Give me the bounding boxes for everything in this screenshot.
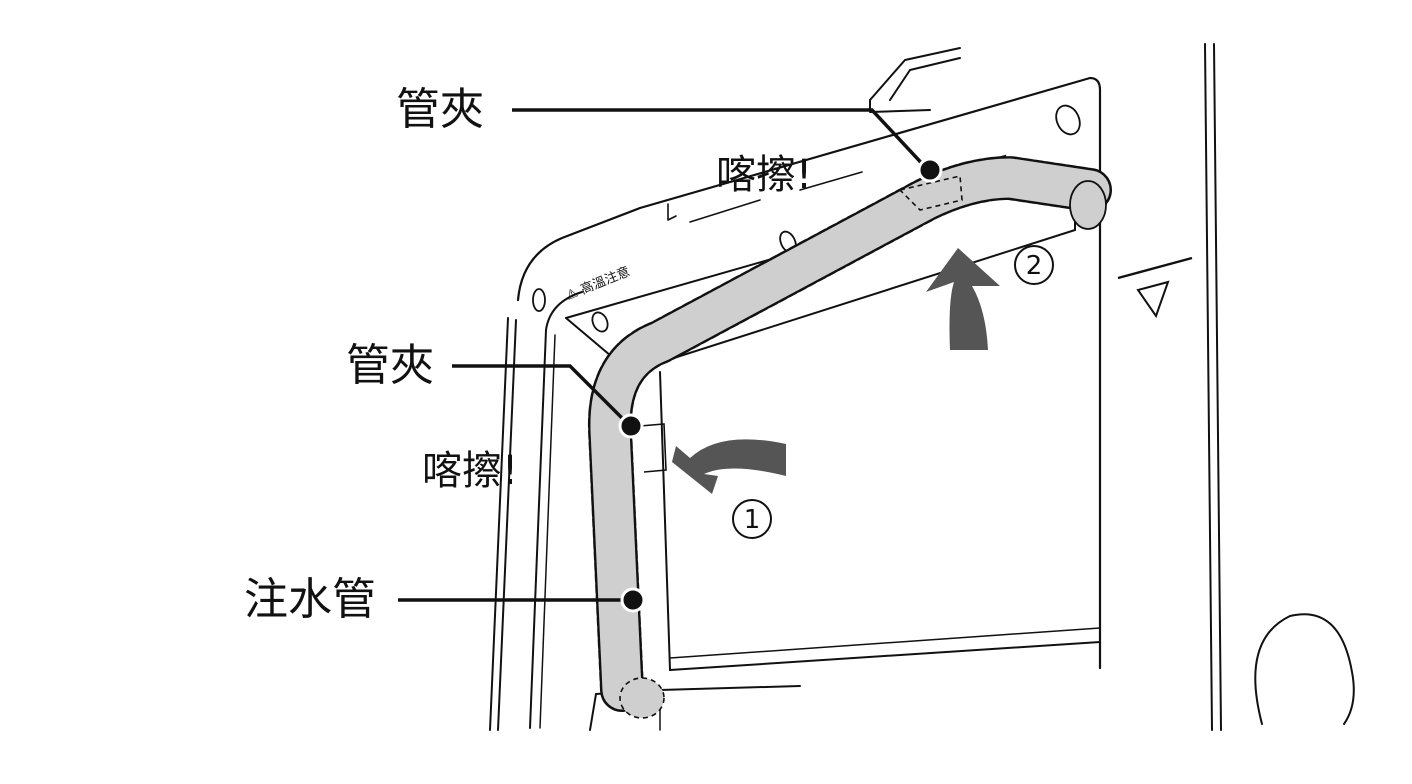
water-tube-label: 注水管: [244, 574, 376, 625]
step-1-marker: 1: [732, 499, 772, 539]
step-2-marker: 2: [1014, 245, 1054, 285]
callout-dots: [618, 157, 943, 613]
machine-housing: [489, 43, 1355, 731]
panel-warning-label: ⚠ 高溫注意: [564, 263, 633, 303]
push-arrow-1-icon: [672, 439, 786, 494]
step-2-number: 2: [1026, 251, 1043, 281]
step-1-number: 1: [744, 505, 761, 535]
clip-top-label: 管夾: [396, 84, 484, 135]
clip-left-label: 管夾: [346, 340, 434, 391]
push-arrow-2-icon: [926, 248, 1000, 350]
callout-leaders: [398, 108, 930, 602]
click-top-label: 喀擦!: [716, 152, 812, 198]
click-left-label: 喀擦!: [422, 448, 518, 494]
water-tube: [587, 156, 1112, 719]
